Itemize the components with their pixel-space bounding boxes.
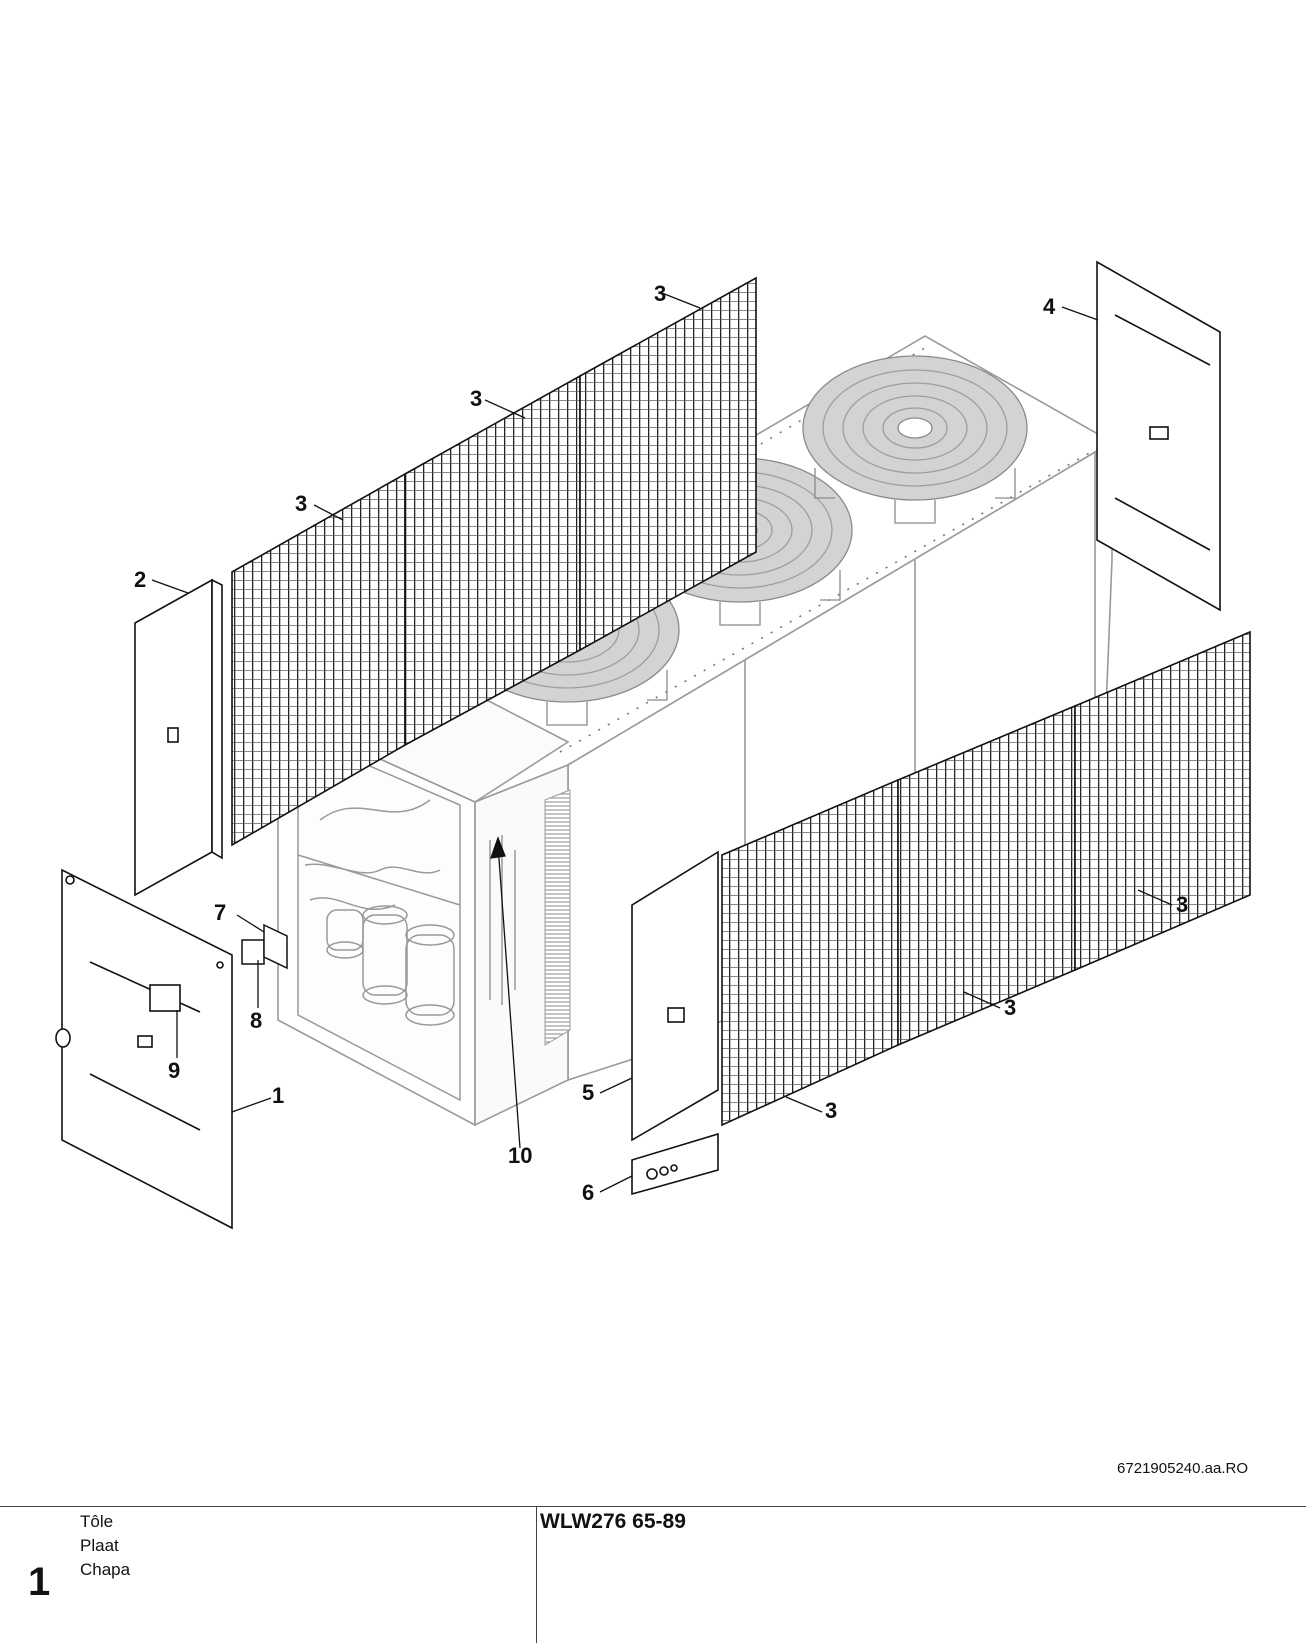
panel-4-end-cover [1096, 260, 1221, 612]
callout-6: 6 [582, 1180, 594, 1205]
leader-lines [151, 292, 1173, 1193]
callout-3-rear-right: 3 [654, 281, 666, 306]
panel-1-front-door [55, 868, 233, 1230]
front-grille-panels [721, 630, 1251, 1127]
callout-3-front-left: 3 [825, 1098, 837, 1123]
footer-divider [536, 1506, 537, 1643]
callout-5: 5 [582, 1080, 594, 1105]
callout-10: 10 [508, 1143, 532, 1168]
page-number: 1 [28, 1560, 51, 1604]
control-module-parts [241, 923, 288, 970]
caption-line-nl: Plaat [80, 1536, 119, 1555]
caption-line-pt: Chapa [80, 1560, 131, 1579]
footer-rule [0, 1506, 1306, 1507]
panel-5-service-door [631, 850, 719, 1142]
model-title: WLW276 65-89 [540, 1510, 686, 1533]
callout-3-front-right: 3 [1176, 892, 1188, 917]
callout-8: 8 [250, 1008, 262, 1033]
callout-3-front-middle: 3 [1004, 995, 1016, 1020]
callout-1: 1 [272, 1083, 284, 1108]
caption-line-fr: Tôle [80, 1512, 114, 1531]
compressor-compartment [297, 733, 516, 1102]
panel-6-connection-plate [631, 1132, 719, 1196]
exploded-view-diagram: 1 2 3 3 3 3 3 3 4 5 6 7 8 9 10 [55, 260, 1251, 1230]
callout-4: 4 [1043, 294, 1056, 319]
condenser-coil [544, 789, 571, 1046]
callout-7: 7 [214, 900, 226, 925]
callout-9: 9 [168, 1058, 180, 1083]
callout-2: 2 [134, 567, 146, 592]
panel-2-end-cover [134, 578, 223, 897]
part-caption: Tôle Plaat Chapa [80, 1510, 130, 1582]
callout-3-rear-middle: 3 [470, 386, 482, 411]
callout-3-rear-left: 3 [295, 491, 307, 516]
document-number: 6721905240.aa.RO [1117, 1460, 1248, 1477]
rear-grille-panels [231, 276, 757, 847]
